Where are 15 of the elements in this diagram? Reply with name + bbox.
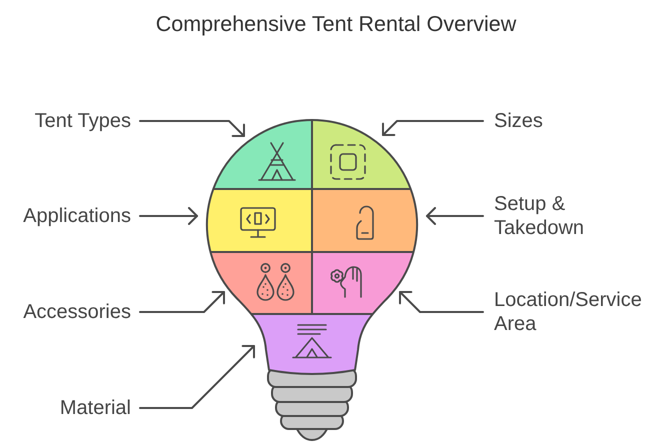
callout-label: Accessories	[23, 300, 131, 324]
arrow	[139, 291, 225, 313]
arrow	[382, 120, 484, 136]
arrow	[139, 207, 198, 225]
bulb-segment	[312, 189, 417, 252]
arrow	[399, 291, 484, 313]
callout-label: Setup & Takedown	[494, 192, 650, 240]
callout-label: Sizes	[494, 109, 543, 133]
arrow	[139, 345, 255, 409]
callout-label: Applications	[23, 204, 131, 228]
arrow	[426, 207, 484, 225]
callout-label: Location/Service Area	[494, 288, 650, 336]
title: Comprehensive Tent Rental Overview	[156, 12, 516, 36]
callout-label: Tent Types	[34, 109, 131, 133]
callout-label: Material	[60, 396, 131, 420]
